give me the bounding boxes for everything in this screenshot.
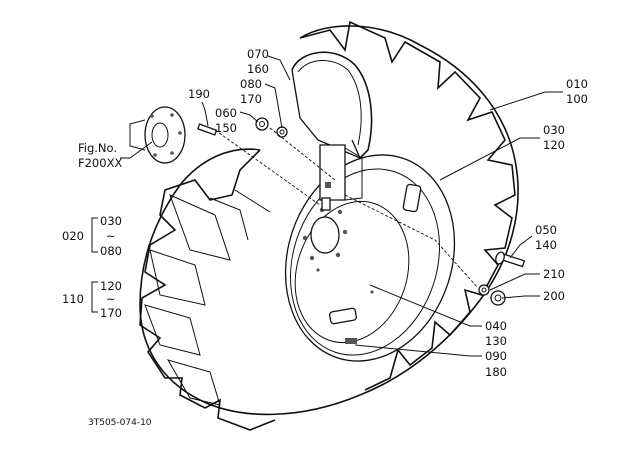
callout-070: 070 bbox=[247, 47, 269, 61]
hub-flange bbox=[129, 106, 186, 164]
callout-210: 210 bbox=[543, 267, 565, 281]
drawing-code: 3T505-074-10 bbox=[88, 418, 152, 428]
wheel-rim bbox=[284, 154, 456, 362]
callout-120: 120 bbox=[543, 138, 565, 152]
callout-030: 030 bbox=[543, 123, 565, 137]
nut-washer-set bbox=[255, 117, 288, 138]
callout-090: 090 bbox=[485, 349, 507, 363]
group-bracket-a bbox=[91, 217, 98, 253]
group-b-to: 170 bbox=[100, 306, 122, 320]
group-a-tilde: ~ bbox=[106, 229, 116, 243]
callout-160: 160 bbox=[247, 62, 269, 76]
center-hole bbox=[310, 216, 340, 254]
rim-slot bbox=[402, 183, 422, 213]
stud-bolt bbox=[197, 123, 218, 136]
fig-ref-label-2: F200XX bbox=[78, 156, 122, 170]
group-b-tilde: ~ bbox=[106, 292, 116, 306]
rim-slot bbox=[328, 307, 358, 325]
callout-100: 100 bbox=[566, 92, 588, 106]
callout-080: 080 bbox=[240, 77, 262, 91]
callout-140: 140 bbox=[535, 238, 557, 252]
group-a-to: 080 bbox=[100, 244, 122, 258]
callout-170: 170 bbox=[240, 92, 262, 106]
assembly-line bbox=[269, 127, 336, 181]
callout-130: 130 bbox=[485, 334, 507, 348]
group-a-label: 020 bbox=[62, 229, 84, 243]
weight-handle bbox=[291, 51, 373, 211]
callout-060: 060 bbox=[215, 106, 237, 120]
callout-050: 050 bbox=[535, 223, 557, 237]
callout-labels: 010 100 030 120 050 140 210 200 040 130 … bbox=[62, 47, 588, 428]
callout-010: 010 bbox=[566, 77, 588, 91]
group-bracket-b bbox=[91, 281, 98, 313]
group-b-label: 110 bbox=[62, 292, 84, 306]
assembly-line bbox=[344, 194, 479, 289]
fig-ref-label-1: Fig.No. bbox=[78, 141, 117, 155]
callout-180: 180 bbox=[485, 365, 507, 379]
tire bbox=[139, 20, 519, 431]
group-a-from: 030 bbox=[100, 214, 122, 228]
leader-lines bbox=[120, 55, 563, 357]
callout-040: 040 bbox=[485, 319, 507, 333]
bolt-nut-set bbox=[478, 251, 526, 306]
callout-190: 190 bbox=[188, 87, 210, 101]
callout-200: 200 bbox=[543, 289, 565, 303]
group-b-from: 120 bbox=[100, 279, 122, 293]
assembly-line bbox=[214, 129, 321, 206]
callout-150: 150 bbox=[215, 121, 237, 135]
